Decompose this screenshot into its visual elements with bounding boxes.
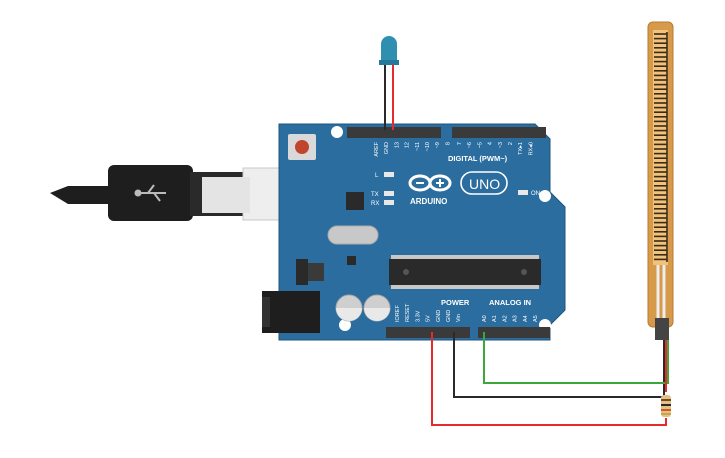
digital-pin-label: RX◂0 bbox=[528, 142, 534, 155]
led-bulb bbox=[381, 36, 397, 62]
digital-pin-label: 2 bbox=[508, 142, 514, 145]
small-chip bbox=[347, 256, 356, 265]
usb-trident-icon bbox=[134, 184, 166, 202]
digital-pin-label: 7 bbox=[457, 142, 463, 145]
analog-pin-label: A2 bbox=[502, 315, 508, 322]
power-header[interactable] bbox=[386, 327, 470, 338]
digital-pin-label: 4 bbox=[488, 142, 494, 145]
power-pin-label: GND bbox=[446, 310, 452, 322]
flex-sensor[interactable] bbox=[647, 21, 674, 340]
power-pin-label: 5V bbox=[426, 315, 432, 322]
wire-a0-green bbox=[483, 332, 669, 384]
voltage-regulator bbox=[296, 259, 308, 285]
crystal-oscillator bbox=[327, 225, 379, 245]
flex-pin-left bbox=[655, 318, 662, 340]
digital-header-label: DIGITAL (PWM~) bbox=[448, 154, 508, 163]
digital-pin-label: 8 bbox=[445, 142, 451, 145]
wire-gnd-black bbox=[453, 332, 665, 398]
capacitor bbox=[335, 294, 363, 322]
power-pin-label: Vin bbox=[456, 314, 462, 322]
circuit-wires bbox=[431, 332, 669, 426]
analog-header[interactable] bbox=[478, 327, 550, 338]
digital-pin-label: 12 bbox=[405, 142, 411, 148]
analog-pin-label: A4 bbox=[523, 315, 529, 322]
power-jack[interactable] bbox=[262, 291, 320, 333]
atmega-microcontroller bbox=[389, 255, 541, 289]
digital-pin-label: ~10 bbox=[425, 142, 431, 151]
on-led-label: ON bbox=[531, 191, 540, 197]
digital-pin-label: ~5 bbox=[477, 142, 483, 148]
power-pin-label: IOREF bbox=[395, 305, 401, 322]
digital-pin-label: AREF bbox=[374, 141, 380, 156]
reset-button[interactable] bbox=[288, 134, 316, 160]
digital-pin-label: ~6 bbox=[467, 142, 473, 148]
power-pin-labels: IOREF RESET 3.3V 5V GND GND Vin bbox=[395, 303, 462, 322]
led-component[interactable] bbox=[379, 36, 399, 130]
brand-label: ARDUINO bbox=[410, 197, 447, 206]
digital-pin-label: GND bbox=[384, 142, 390, 154]
flex-sensor-track bbox=[653, 30, 668, 265]
analog-header-label: ANALOG IN bbox=[489, 298, 531, 307]
resistor[interactable] bbox=[661, 395, 671, 417]
analog-pin-label: A0 bbox=[482, 315, 488, 322]
mounting-hole bbox=[539, 190, 551, 202]
power-header-label: POWER bbox=[441, 298, 470, 307]
capacitor bbox=[363, 294, 391, 322]
flex-sensor-traces bbox=[654, 32, 668, 262]
arduino-uno-board[interactable]: AREF GND 13 12 ~11 ~10 ~9 8 7 ~6 ~5 4 ~3 2 TX▸1 RX◂0 DI… bbox=[262, 123, 566, 341]
power-pin-label: GND bbox=[436, 310, 442, 322]
analog-pin-label: A5 bbox=[533, 315, 539, 322]
mounting-hole bbox=[339, 319, 351, 331]
power-pin-label: RESET bbox=[405, 303, 411, 322]
usb-chip bbox=[346, 192, 364, 210]
power-pin-label: 3.3V bbox=[415, 310, 421, 322]
wire-5v-red bbox=[431, 332, 667, 426]
analog-pin-label: A3 bbox=[513, 315, 519, 322]
analog-pin-label: A1 bbox=[492, 315, 498, 322]
digital-pin-label: ~3 bbox=[498, 142, 504, 148]
digital-pin-label: ~9 bbox=[435, 142, 441, 148]
led-tx-label: TX bbox=[371, 192, 379, 198]
model-label: UNO bbox=[469, 176, 500, 192]
flex-pin-right bbox=[662, 318, 669, 340]
usb-cable[interactable] bbox=[50, 165, 316, 221]
voltage-regulator-tab bbox=[308, 263, 324, 281]
arduino-logo bbox=[408, 174, 452, 192]
digital-pin-label: ~11 bbox=[415, 142, 421, 151]
digital-pin-labels: AREF GND 13 12 ~11 ~10 ~9 8 7 ~6 ~5 4 ~3 2 TX▸1 RX◂0 bbox=[374, 141, 534, 156]
digital-pin-label: 13 bbox=[394, 142, 400, 148]
mounting-hole bbox=[331, 126, 343, 138]
analog-pin-labels: A0 A1 A2 A3 A4 A5 bbox=[482, 315, 539, 322]
digital-header[interactable] bbox=[347, 127, 546, 138]
led-base bbox=[379, 60, 399, 65]
status-leds bbox=[384, 172, 528, 205]
led-l-label: L bbox=[375, 173, 379, 179]
model-badge bbox=[460, 171, 508, 195]
reset-button-icon bbox=[295, 140, 309, 154]
led-rx-label: RX bbox=[371, 201, 379, 207]
digital-pin-label: TX▸1 bbox=[518, 142, 524, 155]
